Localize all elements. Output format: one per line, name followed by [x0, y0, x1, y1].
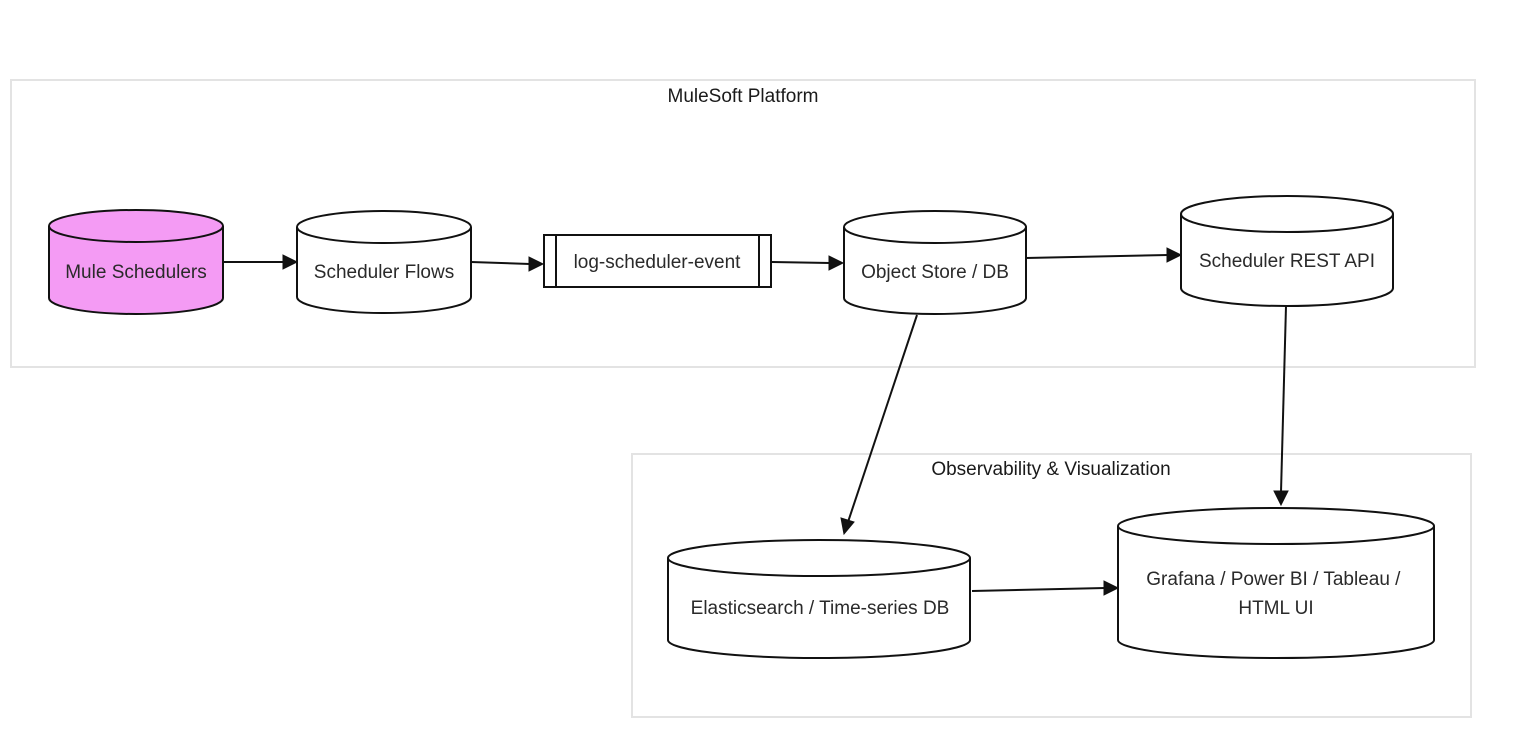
dashboards-label-line-1: Grafana / Power BI / Tableau /	[1146, 569, 1401, 590]
object-store-cylinder-body	[843, 210, 1027, 315]
dashboards-label-line-2: HTML UI	[1238, 598, 1313, 619]
mule-schedulers-label: Mule Schedulers	[65, 262, 207, 283]
cluster-mulesoft-platform: MuleSoft Platform	[10, 79, 1476, 368]
object-store-cylinder-top	[843, 226, 1027, 244]
cluster-observability-border	[631, 453, 1472, 718]
edge-mule-schedulers-to-scheduler-flows	[224, 254, 299, 270]
dashboards-cylinder-top	[1117, 525, 1435, 545]
mule-schedulers-cylinder-body	[48, 209, 224, 315]
elasticsearch-label: Elasticsearch / Time-series DB	[691, 598, 950, 619]
cluster-observability: Observability & Visualization	[631, 453, 1472, 718]
node-scheduler-rest-api[interactable]: Scheduler REST API	[1180, 195, 1394, 307]
edge-object-store-to-scheduler-rest-api	[1025, 247, 1183, 263]
cluster-observability-title: Observability & Visualization	[931, 459, 1170, 480]
node-log-scheduler-event[interactable]: log-scheduler-event	[543, 234, 772, 288]
scheduler-flows-label: Scheduler Flows	[314, 262, 454, 283]
elasticsearch-cylinder-top	[667, 557, 971, 577]
node-elasticsearch[interactable]: Elasticsearch / Time-series DB	[667, 539, 971, 659]
elasticsearch-cylinder-body	[667, 539, 971, 659]
scheduler-rest-api-cylinder-body	[1180, 195, 1394, 307]
scheduler-flows-cylinder-body	[296, 210, 472, 314]
edge-object-store-to-elasticsearch	[840, 314, 918, 536]
edge-scheduler-flows-to-log-scheduler-event	[470, 256, 545, 272]
node-dashboards[interactable]: Grafana / Power BI / Tableau / HTML UI	[1117, 507, 1435, 659]
object-store-label: Object Store / DB	[861, 262, 1009, 283]
edge-log-scheduler-event-to-object-store	[771, 255, 845, 271]
scheduler-flows-cylinder-top	[296, 226, 472, 244]
edges	[224, 247, 1289, 596]
log-scheduler-event-label: log-scheduler-event	[574, 252, 742, 273]
scheduler-rest-api-label: Scheduler REST API	[1199, 251, 1375, 272]
edge-elasticsearch-to-dashboards	[971, 580, 1120, 596]
dashboards-label: Grafana / Power BI / Tableau / HTML UI	[1146, 569, 1405, 619]
mule-schedulers-cylinder-top	[48, 225, 224, 243]
node-object-store[interactable]: Object Store / DB	[843, 210, 1027, 315]
node-scheduler-flows[interactable]: Scheduler Flows	[296, 210, 472, 314]
scheduler-rest-api-cylinder-top	[1180, 213, 1394, 233]
edge-scheduler-rest-api-to-dashboards	[1273, 305, 1289, 507]
dashboards-cylinder-body	[1117, 507, 1435, 659]
node-mule-schedulers[interactable]: Mule Schedulers	[48, 209, 224, 315]
cluster-mulesoft-platform-title: MuleSoft Platform	[668, 86, 819, 107]
log-scheduler-event-box	[543, 234, 772, 288]
cluster-mulesoft-platform-border	[10, 79, 1476, 368]
